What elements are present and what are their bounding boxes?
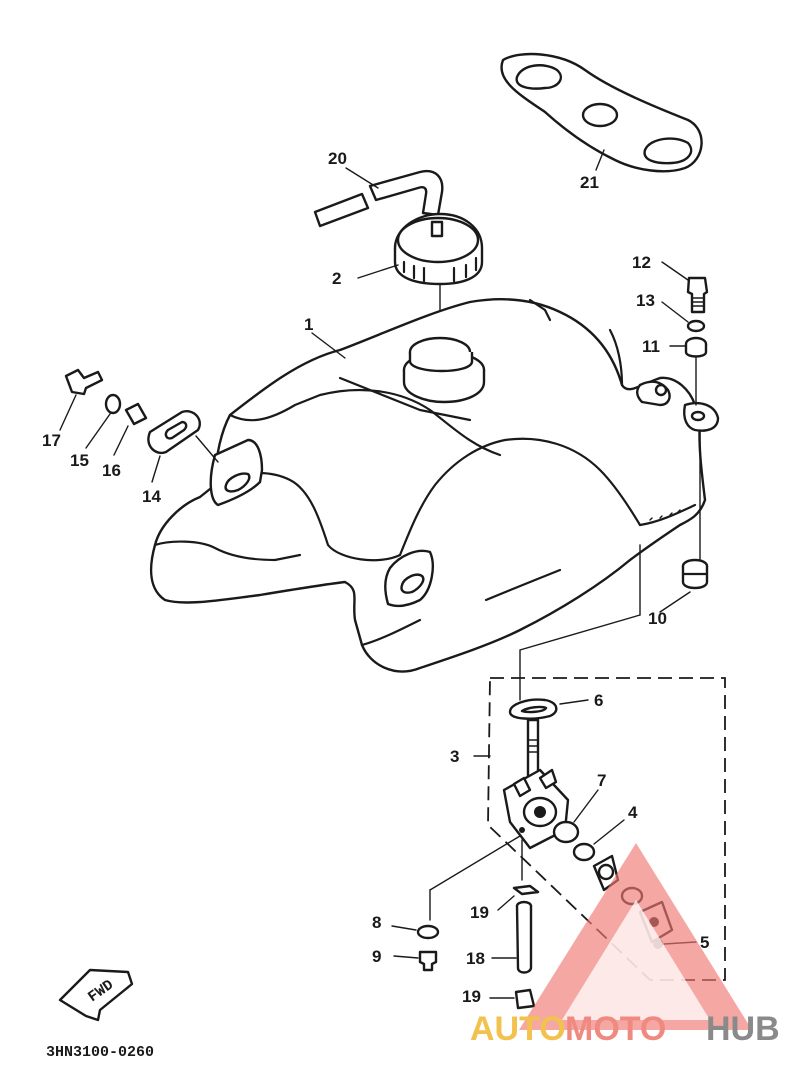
automotohub-watermark: AUTO MOTO HUB xyxy=(470,843,780,1048)
bolt-part-17 xyxy=(59,368,104,431)
callout-21: 21 xyxy=(580,173,599,192)
callout-19-lower: 19 xyxy=(462,987,481,1006)
washer-part-8 xyxy=(391,924,440,940)
callout-5: 5 xyxy=(700,933,709,952)
collar-part-11 xyxy=(669,336,708,406)
callout-15: 15 xyxy=(70,451,89,470)
fuel-cock-body xyxy=(429,718,570,921)
callout-2: 2 xyxy=(332,269,341,288)
bolt-part-12 xyxy=(661,261,709,314)
gasket-part-6 xyxy=(508,698,589,720)
oring-part-4 xyxy=(572,819,625,862)
watermark-moto: MOTO xyxy=(565,1010,666,1048)
hose-part-18 xyxy=(491,900,533,974)
damper-part-10 xyxy=(659,558,709,613)
callout-18: 18 xyxy=(466,949,485,968)
watermark-hub: HUB xyxy=(706,1010,780,1048)
callout-10: 10 xyxy=(648,609,667,628)
leader-line xyxy=(519,614,641,701)
damper-part-14 xyxy=(147,410,219,483)
diagram-code: 3HN3100-0260 xyxy=(46,1044,154,1061)
callout-1: 1 xyxy=(304,315,313,334)
callout-20: 20 xyxy=(328,149,347,168)
callout-16: 16 xyxy=(102,461,121,480)
callout-17: 17 xyxy=(42,431,61,450)
collar-part-16 xyxy=(113,402,148,456)
callout-3: 3 xyxy=(450,747,459,766)
plate-part-21 xyxy=(500,52,703,173)
callout-11: 11 xyxy=(642,337,660,356)
washer-part-15 xyxy=(85,393,122,449)
callout-19-upper: 19 xyxy=(470,903,489,922)
strainer-part-7 xyxy=(552,789,599,844)
clip-part-19-upper xyxy=(497,884,540,911)
clip-part-19-lower xyxy=(489,988,536,1010)
drain-plug-part-9 xyxy=(393,950,438,972)
callout-7: 7 xyxy=(597,771,606,790)
callout-13: 13 xyxy=(636,291,655,310)
callout-9: 9 xyxy=(372,947,381,966)
hose-part-20 xyxy=(313,167,444,228)
fuel-tank-part-1 xyxy=(149,298,720,673)
callout-14: 14 xyxy=(142,487,161,506)
callout-8: 8 xyxy=(372,913,381,932)
callout-6: 6 xyxy=(594,691,603,710)
forward-arrow-icon: FWD xyxy=(58,968,134,1022)
callout-4: 4 xyxy=(628,803,638,822)
watermark-auto: AUTO xyxy=(470,1010,566,1048)
washer-part-13 xyxy=(661,301,706,333)
cap-part-2 xyxy=(357,212,484,341)
callout-12: 12 xyxy=(632,253,651,272)
